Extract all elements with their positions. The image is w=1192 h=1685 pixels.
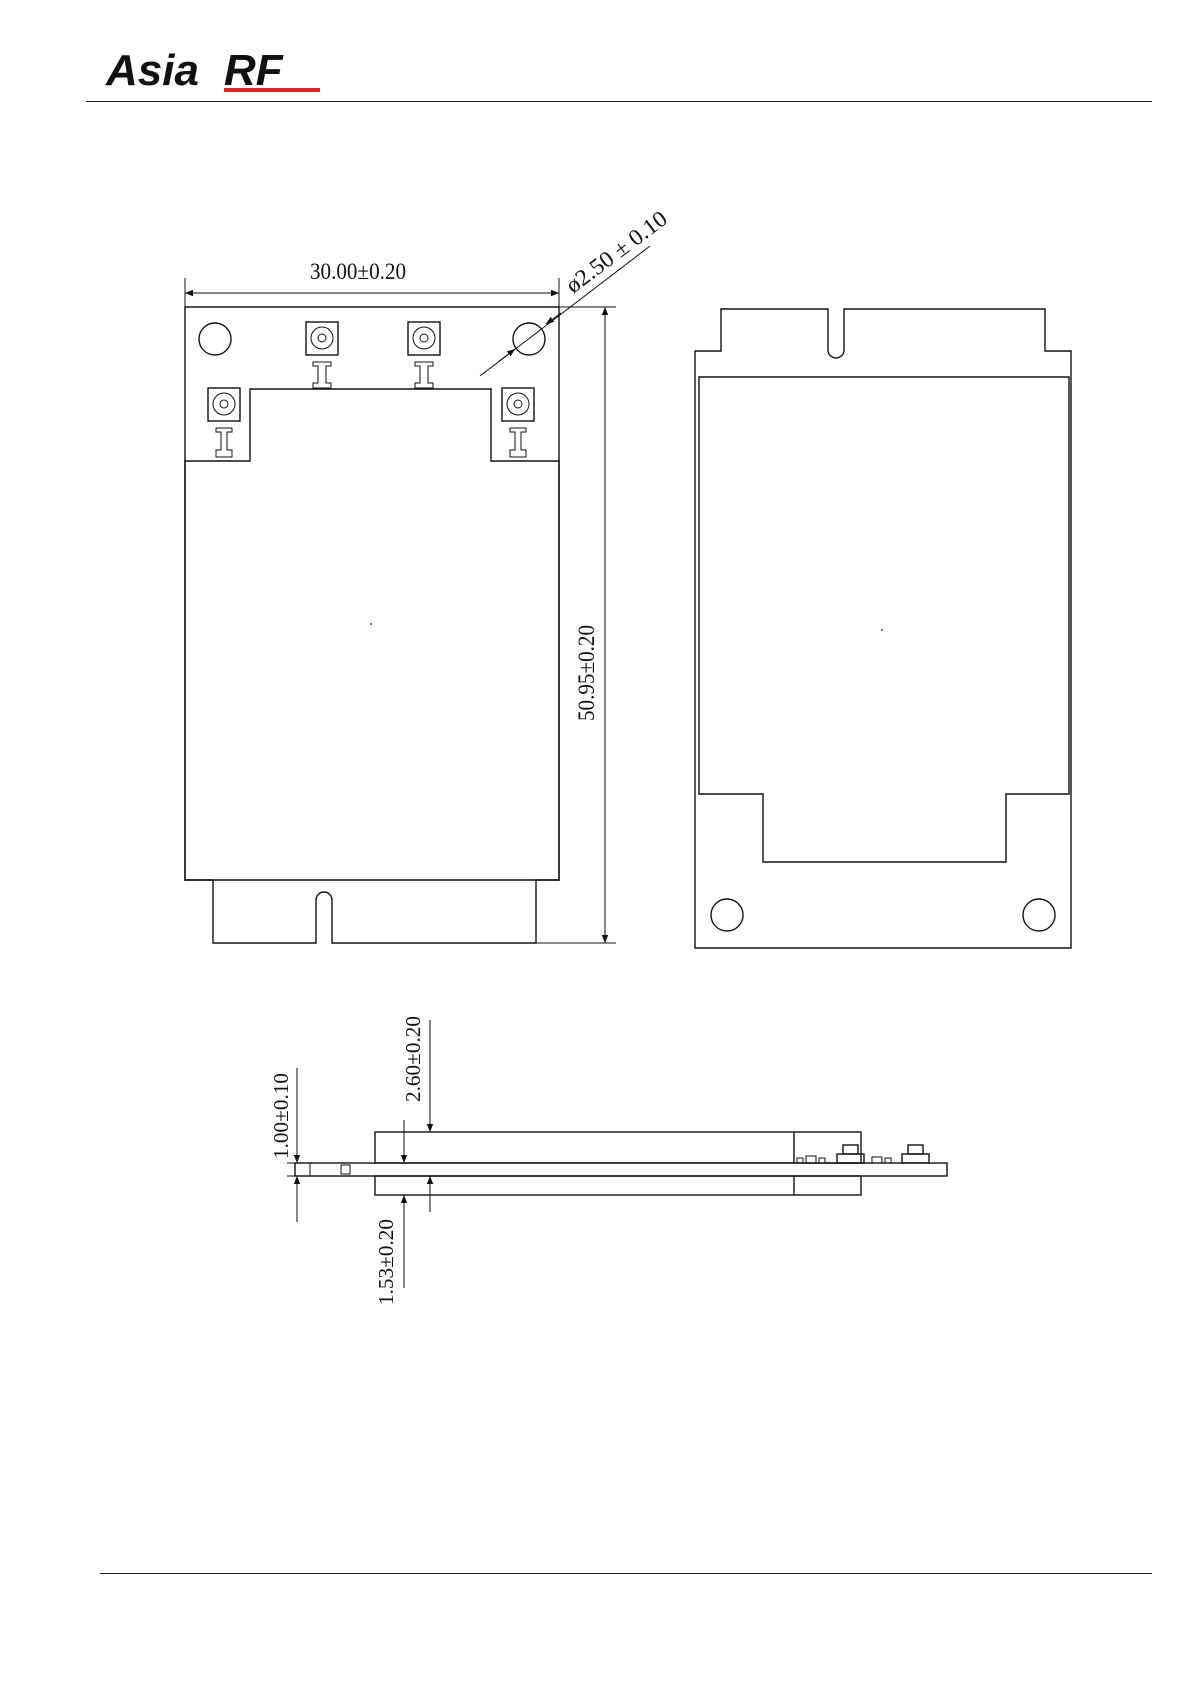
side-bottom-shield [375,1176,861,1195]
antenna-connector-1 [306,322,338,388]
bottom-view-shield-can [699,377,1069,862]
footer-rule [100,1573,1152,1574]
side-pcb [295,1163,947,1176]
top-view: 30.00±0.20 ø2.50 ± 0.10 50.95±0.20 [185,206,672,943]
side-view: 1.00±0.10 2.60±0.20 1.53±0.20 [269,1016,947,1305]
hole-diameter-label: ø2.50 ± 0.10 [561,206,672,298]
pcb-thickness-label: 1.00±0.10 [269,1073,293,1159]
bottom-view [695,309,1071,948]
side-top-shield [375,1132,861,1163]
antenna-connector-3 [208,388,240,457]
antenna-connector-4 [502,388,534,457]
mounting-hole-bottom-right [1023,899,1055,931]
width-dimension-label: 30.00±0.20 [310,259,406,284]
top-view-board-outline [185,307,559,943]
top-shield-height-label: 2.60±0.20 [401,1016,425,1102]
side-components [797,1145,929,1163]
mounting-hole-top-left [199,323,231,355]
height-dimension-label: 50.95±0.20 [574,625,599,721]
bottom-shield-height-label: 1.53±0.20 [374,1219,398,1305]
top-view-shield-can [185,389,559,880]
antenna-connector-2 [408,322,440,388]
bottom-view-board-outline [695,309,1071,948]
mounting-hole-bottom-left [711,899,743,931]
